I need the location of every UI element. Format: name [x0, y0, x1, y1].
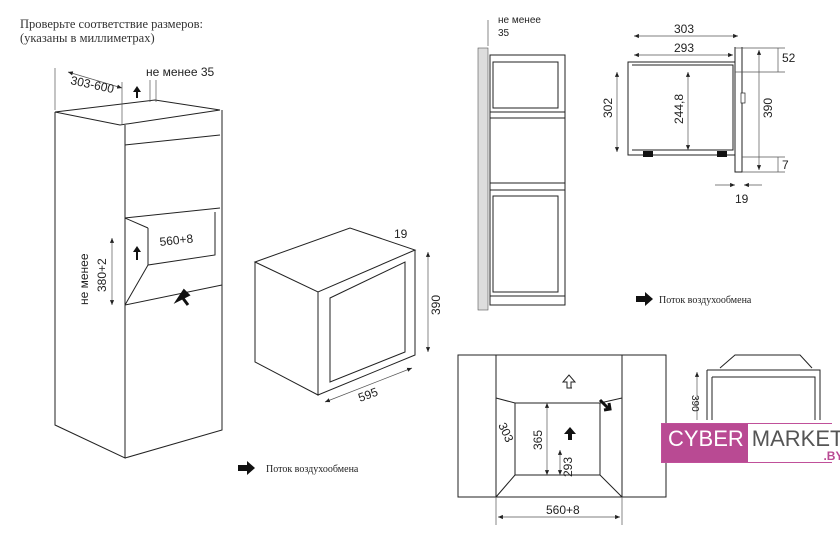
- partial-height-label: 390: [689, 395, 700, 412]
- niche-depth-label: 303: [495, 420, 516, 444]
- airflow-legend-right: Поток воздухообмена: [659, 295, 752, 306]
- oven-width-label: 595: [356, 385, 380, 405]
- airflow-arrow-icon: [133, 246, 141, 260]
- logo-suffix: .BY: [823, 449, 840, 463]
- niche-inner-depth-label: 293: [561, 457, 575, 477]
- partial-view-drawing: 390: [689, 354, 821, 420]
- profile-view-drawing: 303 293 302 244,8 390 52 7 19: [601, 22, 796, 206]
- airflow-arrow-icon: [173, 288, 191, 306]
- airflow-legend-icon: [238, 461, 255, 475]
- instructions-title: Проверьте соответствие размеров: (указан…: [20, 17, 203, 45]
- title-line-1: Проверьте соответствие размеров:: [20, 17, 204, 31]
- niche-height-label-front: 365: [531, 430, 545, 450]
- oven-drawing: 390 595 19: [253, 227, 443, 405]
- niche-width-label: 560+8: [159, 232, 194, 249]
- cabinet-drawing: 303-600 не менее 35 не менее 380+2 560+8: [54, 65, 223, 459]
- top-gap-label: не менее 35: [146, 65, 215, 79]
- logo-part-2-text: MARKET: [751, 426, 840, 451]
- body-height-label: 302: [601, 98, 615, 118]
- top-offset-label: 52: [782, 51, 796, 65]
- logo-part-2: MARKET.BY: [747, 424, 840, 463]
- inner-depth-label: 293: [674, 41, 694, 55]
- logo-part-1: CYBER: [662, 424, 748, 462]
- frame-depth-label: 19: [394, 227, 408, 241]
- side-gap-label: не менее: [498, 15, 541, 26]
- airflow-legend-icon: [636, 292, 653, 306]
- outer-depth-label: 303: [674, 22, 694, 36]
- frame-label: 19: [735, 192, 749, 206]
- inner-height-label: 244,8: [672, 94, 686, 124]
- niche-height-value: 380+2: [95, 258, 109, 292]
- niche-height-label: не менее: [77, 253, 91, 305]
- niche-front-drawing: 303 365 293 560+8: [457, 354, 667, 525]
- airflow-arrow-icon: [564, 427, 576, 440]
- airflow-arrow-icon: [133, 86, 141, 98]
- side-view-drawing: не менее 35: [477, 15, 566, 311]
- airflow-legend-left: Поток воздухообмена: [266, 464, 359, 475]
- niche-width-label-front: 560+8: [546, 503, 580, 517]
- oven-height-label: 390: [429, 295, 443, 315]
- airflow-arrow-icon: [598, 398, 612, 412]
- bottom-offset-label: 7: [782, 158, 789, 172]
- title-line-2: (указаны в миллиметрах): [20, 31, 155, 45]
- depth-range-label: 303-600: [69, 73, 115, 96]
- side-gap-value: 35: [498, 28, 510, 39]
- total-height-label: 390: [761, 98, 775, 118]
- cybermarket-logo: CYBER MARKET.BY: [661, 423, 840, 463]
